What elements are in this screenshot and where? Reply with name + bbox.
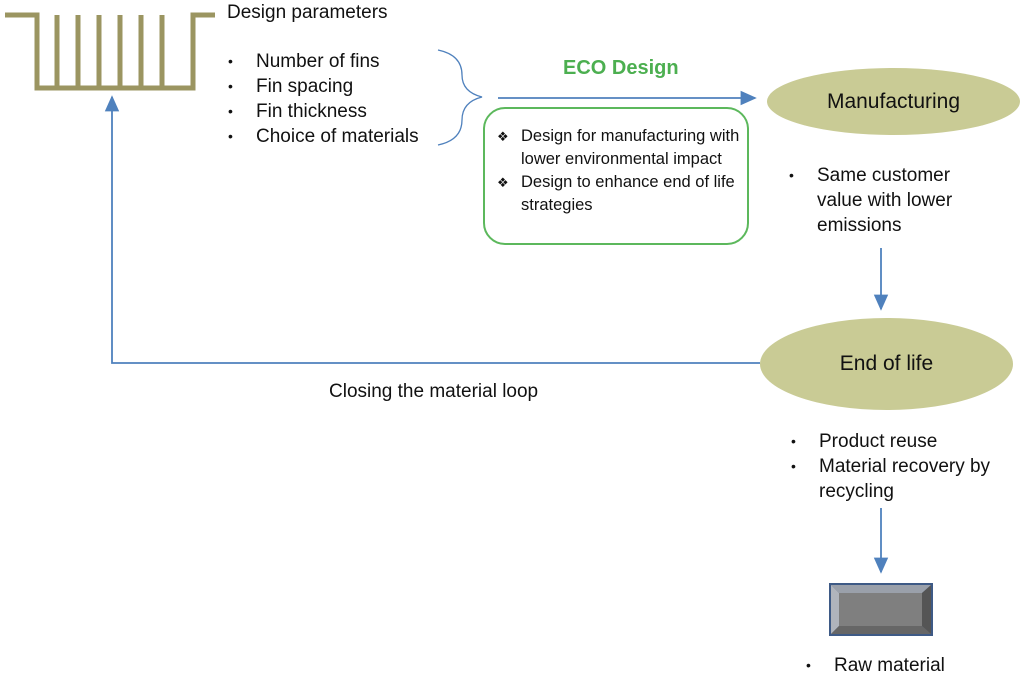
- design-parameters-title: Design parameters: [227, 2, 388, 23]
- loop-arrow: [104, 95, 760, 364]
- eco-design-box: Design for manufacturing with lower envi…: [483, 107, 749, 245]
- raw-material-block: [829, 583, 933, 636]
- brace-icon: [437, 49, 483, 146]
- loop-label: Closing the material loop: [329, 381, 539, 402]
- list-item: Fin thickness: [228, 99, 419, 124]
- list-item: Same customer value with lower emissions: [789, 163, 989, 238]
- list-item: Number of fins: [228, 49, 419, 74]
- list-item: Material recovery by recycling: [791, 454, 1001, 504]
- manufacturing-node: Manufacturing: [767, 68, 1020, 135]
- list-item: Design for manufacturing with lower envi…: [495, 125, 747, 171]
- end-of-life-node: End of life: [760, 318, 1013, 410]
- manufacturing-list: Same customer value with lower emissions: [789, 163, 989, 238]
- design-parameters-list: Number of fins Fin spacing Fin thickness…: [228, 49, 419, 149]
- heatsink-icon: [5, 12, 215, 91]
- list-item: Product reuse: [791, 429, 1001, 454]
- end-of-life-list: Product reuse Material recovery by recyc…: [791, 429, 1001, 504]
- list-item: Raw material: [806, 653, 945, 678]
- list-item: Design to enhance end of life strategies: [495, 171, 747, 217]
- eco-design-title: ECO Design: [563, 57, 679, 79]
- raw-material-list: Raw material: [806, 653, 945, 678]
- list-item: Choice of materials: [228, 124, 419, 149]
- list-item: Fin spacing: [228, 74, 419, 99]
